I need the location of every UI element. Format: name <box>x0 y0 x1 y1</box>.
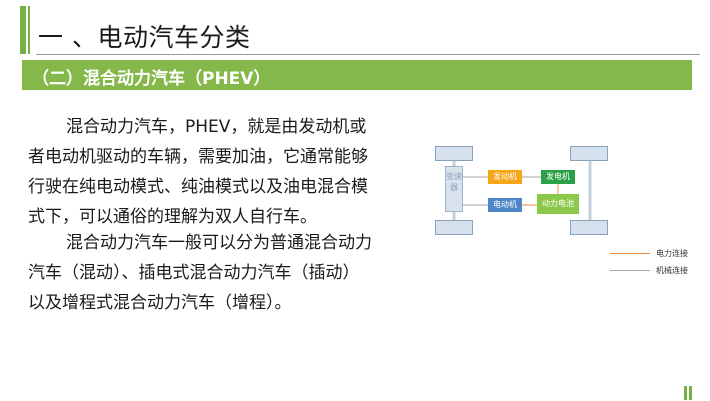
paragraph-2-text: 混合动力汽车一般可以分为普通混合动力汽车（混动）、插电式混合动力汽车（插动）以及… <box>28 233 372 313</box>
wheel-front-left <box>435 146 473 161</box>
title-divider <box>36 54 700 55</box>
legend-label-electrical: 电力连接 <box>656 249 688 258</box>
paragraph-1: 混合动力汽车，PHEV，就是由发动机或者电动机驱动的车辆，需要加油，它通常能够行… <box>28 112 373 232</box>
section-label: （二）混合动力汽车（PHEV） <box>32 69 271 89</box>
section-banner: （二）混合动力汽车（PHEV） <box>22 60 692 90</box>
power-battery-box: 动力电池 <box>537 194 579 214</box>
transmission-box: 变速器 <box>445 166 463 212</box>
wheel-rear-right <box>570 220 608 235</box>
legend-swatch-electrical <box>610 253 650 254</box>
motor-box: 电动机 <box>488 198 522 212</box>
page-title: 一 、电动汽车分类 <box>38 23 251 52</box>
corner-accent-bar <box>684 386 687 400</box>
connection-lines <box>452 158 592 222</box>
generator-box: 发电机 <box>541 170 575 184</box>
corner-accent-bar <box>689 386 692 400</box>
legend-swatch-mechanical <box>610 270 650 271</box>
legend-label-mechanical: 机械连接 <box>656 266 688 275</box>
wheel-rear-left <box>435 220 473 235</box>
hybrid-powertrain-diagram: 变速器 发动机 发电机 电动机 动力电池 <box>430 144 610 236</box>
engine-box: 发动机 <box>488 170 522 184</box>
paragraph-2: 混合动力汽车一般可以分为普通混合动力汽车（混动）、插电式混合动力汽车（插动）以及… <box>28 228 373 318</box>
paragraph-1-text: 混合动力汽车，PHEV，就是由发动机或者电动机驱动的车辆，需要加油，它通常能够行… <box>28 117 368 227</box>
title-accent-bar <box>20 6 26 54</box>
title-accent-bar-thin <box>28 6 30 54</box>
wheel-front-right <box>570 146 608 161</box>
